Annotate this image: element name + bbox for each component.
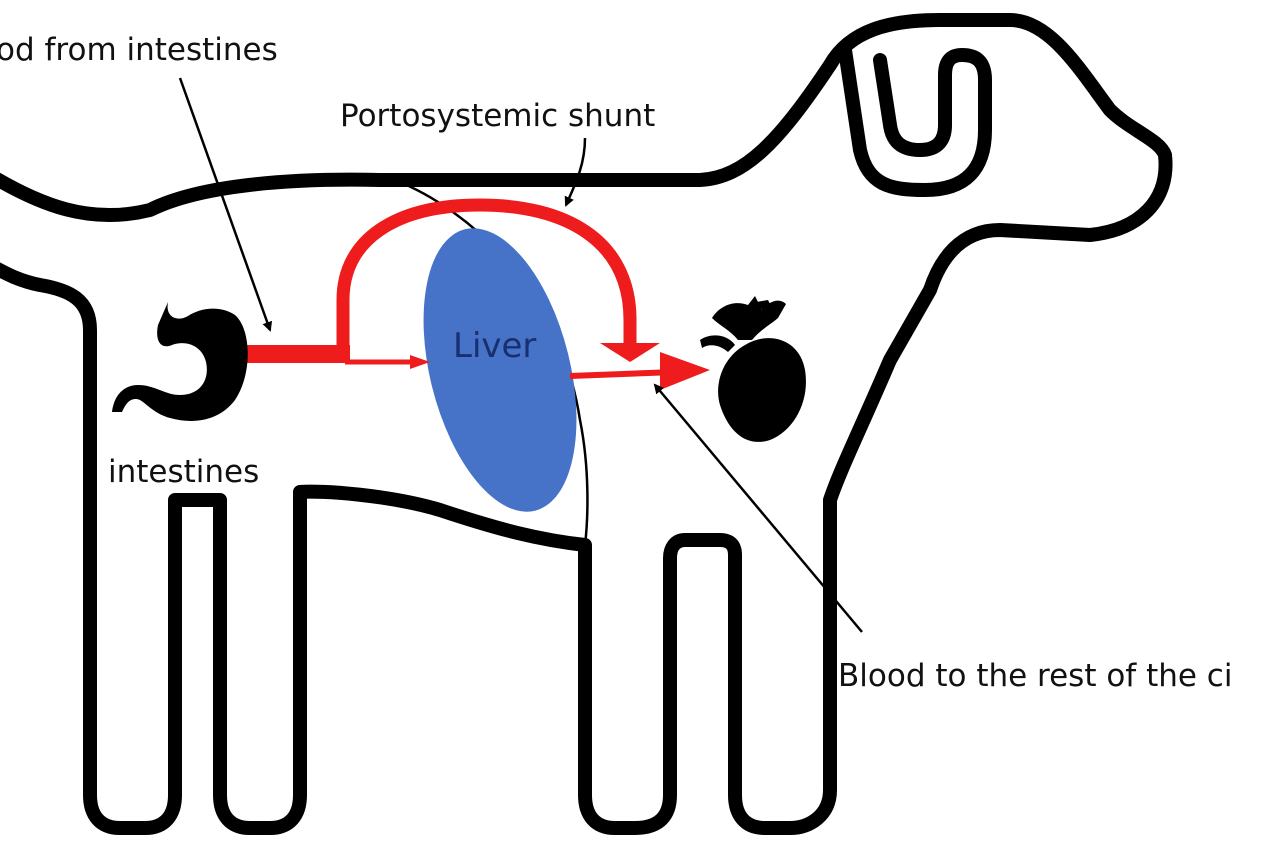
liver-to-heart-vessel (569, 369, 676, 379)
heart-arrowhead (660, 352, 710, 390)
pointer-blood-from-intestines (178, 77, 273, 332)
label-portosystemic-shunt: Portosystemic shunt (340, 98, 655, 134)
pointer-portosystemic-shunt (564, 137, 587, 207)
shunt-arrowhead (600, 343, 660, 362)
stomach-icon (112, 302, 248, 421)
dog-outline (0, 13, 1173, 835)
label-liver: Liver (453, 326, 536, 366)
shunt-vessel (336, 198, 637, 358)
intestine-vessel (245, 345, 350, 363)
label-intestines: intestines (108, 454, 259, 490)
liver-inflow-arrowhead (410, 355, 430, 369)
pointer-blood-to-rest (653, 383, 863, 633)
heart-icon (700, 296, 806, 442)
label-blood-from-intestines: od from intestines (0, 32, 278, 68)
liver-shape (423, 228, 577, 512)
label-blood-to-rest: Blood to the rest of the ci (838, 658, 1232, 694)
